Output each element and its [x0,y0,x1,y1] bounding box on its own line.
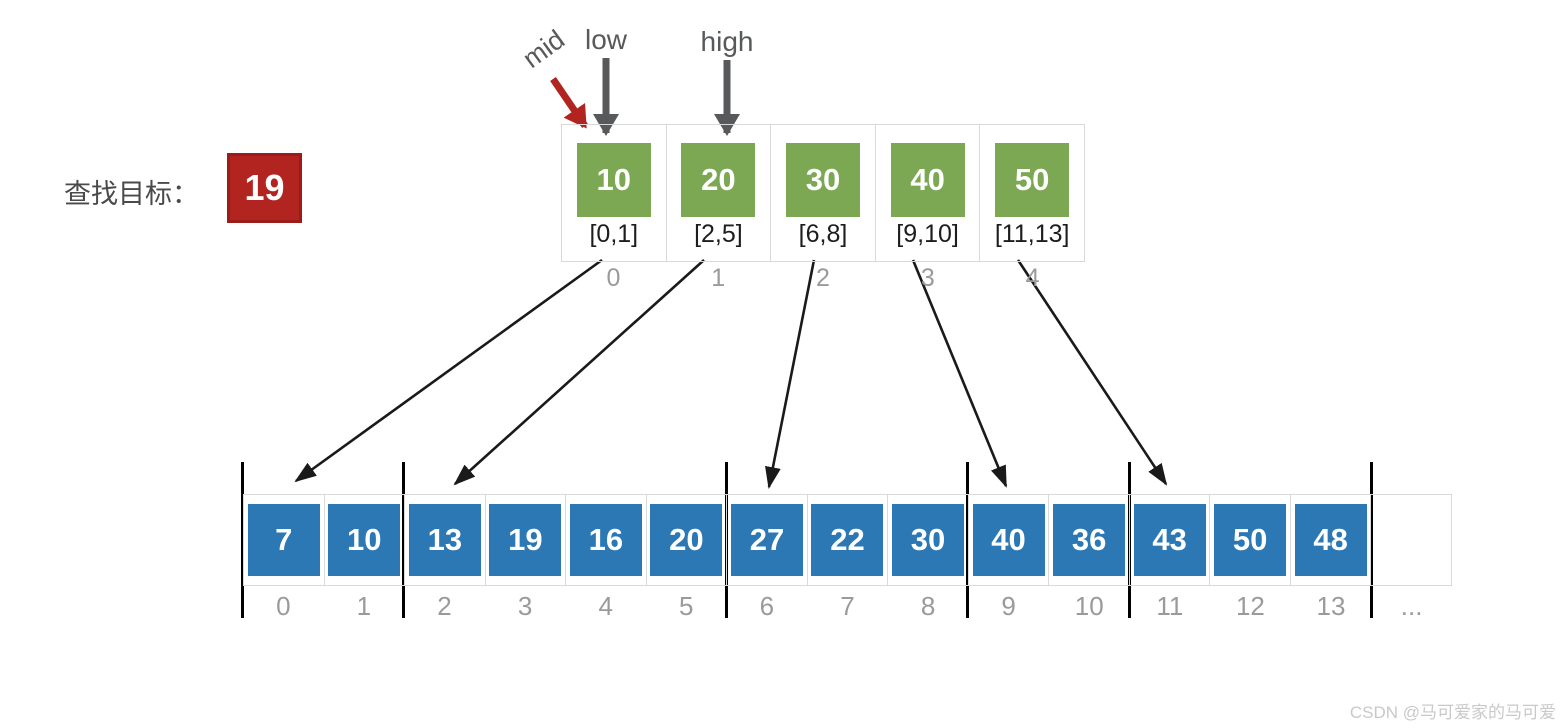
array-value: 30 [892,504,965,576]
array-cell: 48 [1291,495,1372,585]
array-indices: 0 1 2 3 4 5 6 7 8 9 10 11 12 13 ... [243,591,1452,622]
block-arrow-3 [911,259,1008,488]
array-cell: 22 [808,495,889,585]
array-value: 43 [1133,504,1206,576]
array-value: 10 [328,504,401,576]
array-cell: 43 [1130,495,1211,585]
array-cell: 13 [405,495,486,585]
array-index: 0 [276,591,291,621]
data-array: 7 10 13 19 16 20 27 22 30 40 36 43 50 48 [243,494,1452,586]
array-value: 22 [811,504,884,576]
block-divider [402,462,405,618]
array-value: 50 [1214,504,1287,576]
array-cell: 10 [325,495,406,585]
csdn-watermark: CSDN @马可爱家的马可爱 [1349,703,1556,722]
array-value: 7 [247,504,320,576]
index-table-cell: 40 [9,10] [876,125,981,261]
search-target-value-box: 19 [227,153,302,223]
array-value: 13 [408,504,481,576]
index-table-indices: 0 1 2 3 4 [561,264,1085,293]
index-block-value: 40 [890,143,965,217]
block-divider [241,462,244,618]
search-target-value: 19 [244,167,285,208]
array-cell: 36 [1049,495,1130,585]
index-block-value: 30 [785,143,860,217]
array-index: 7 [840,591,855,621]
block-arrow-1 [453,259,705,486]
array-index: 13 [1316,591,1346,621]
array-cell: 7 [244,495,325,585]
array-value: 20 [650,504,723,576]
array-value: 48 [1294,504,1367,576]
array-value: 36 [1053,504,1126,576]
block-divider [966,462,969,618]
array-index: 4 [598,591,613,621]
mid-arrow-icon [550,77,588,129]
index-table-index: 3 [920,264,935,292]
array-cell: 30 [888,495,969,585]
index-table-cell: 30 [6,8] [771,125,876,261]
low-pointer-label: low [584,24,627,55]
array-index: 11 [1156,591,1184,621]
index-table-index: 1 [711,264,726,292]
array-index: 3 [517,591,533,621]
index-table-cell: 20 [2,5] [667,125,772,261]
array-index: 1 [356,591,372,621]
array-value: 40 [972,504,1045,576]
index-block-range: [2,5] [694,220,743,248]
high-pointer-label: high [700,26,754,57]
array-value: 27 [730,504,803,576]
index-table-index: 0 [606,264,621,292]
array-cell: 50 [1210,495,1291,585]
block-arrow-4 [1016,259,1168,486]
array-index: 9 [1001,591,1016,621]
block-arrow-2 [765,259,816,489]
index-table-cell: 10 [0,1] [562,125,667,261]
index-block-range: [6,8] [798,220,848,248]
index-block-range: [11,13] [994,220,1070,248]
array-index: 8 [920,591,936,621]
array-cell: 16 [566,495,647,585]
index-table: 10 [0,1] 20 [2,5] 30 [6,8] 40 [9,10] 50 … [561,124,1085,262]
block-divider [1370,462,1373,618]
index-table-index: 4 [1025,264,1040,292]
array-cell: 40 [969,495,1050,585]
index-block-range: [9,10] [896,220,959,248]
array-ellipsis: ... [1400,591,1423,621]
index-table-index: 2 [816,264,830,292]
index-table-cell: 50 [11,13] [980,125,1084,261]
index-block-value: 50 [995,143,1070,217]
array-index: 5 [679,591,694,621]
array-index: 6 [759,591,775,621]
index-block-value: 20 [681,143,756,217]
array-cell: 19 [486,495,567,585]
search-target-label: 查找目标： [64,179,199,209]
array-index: 2 [437,591,452,621]
array-index: 10 [1074,591,1104,621]
index-block-value: 10 [576,143,651,217]
array-cell-empty [1371,495,1451,585]
array-value: 19 [489,504,562,576]
array-cell: 20 [647,495,728,585]
array-value: 16 [569,504,642,576]
array-cell: 27 [727,495,808,585]
block-arrow-0 [294,258,603,483]
index-block-range: [0,1] [589,220,639,248]
array-index: 12 [1235,591,1265,621]
